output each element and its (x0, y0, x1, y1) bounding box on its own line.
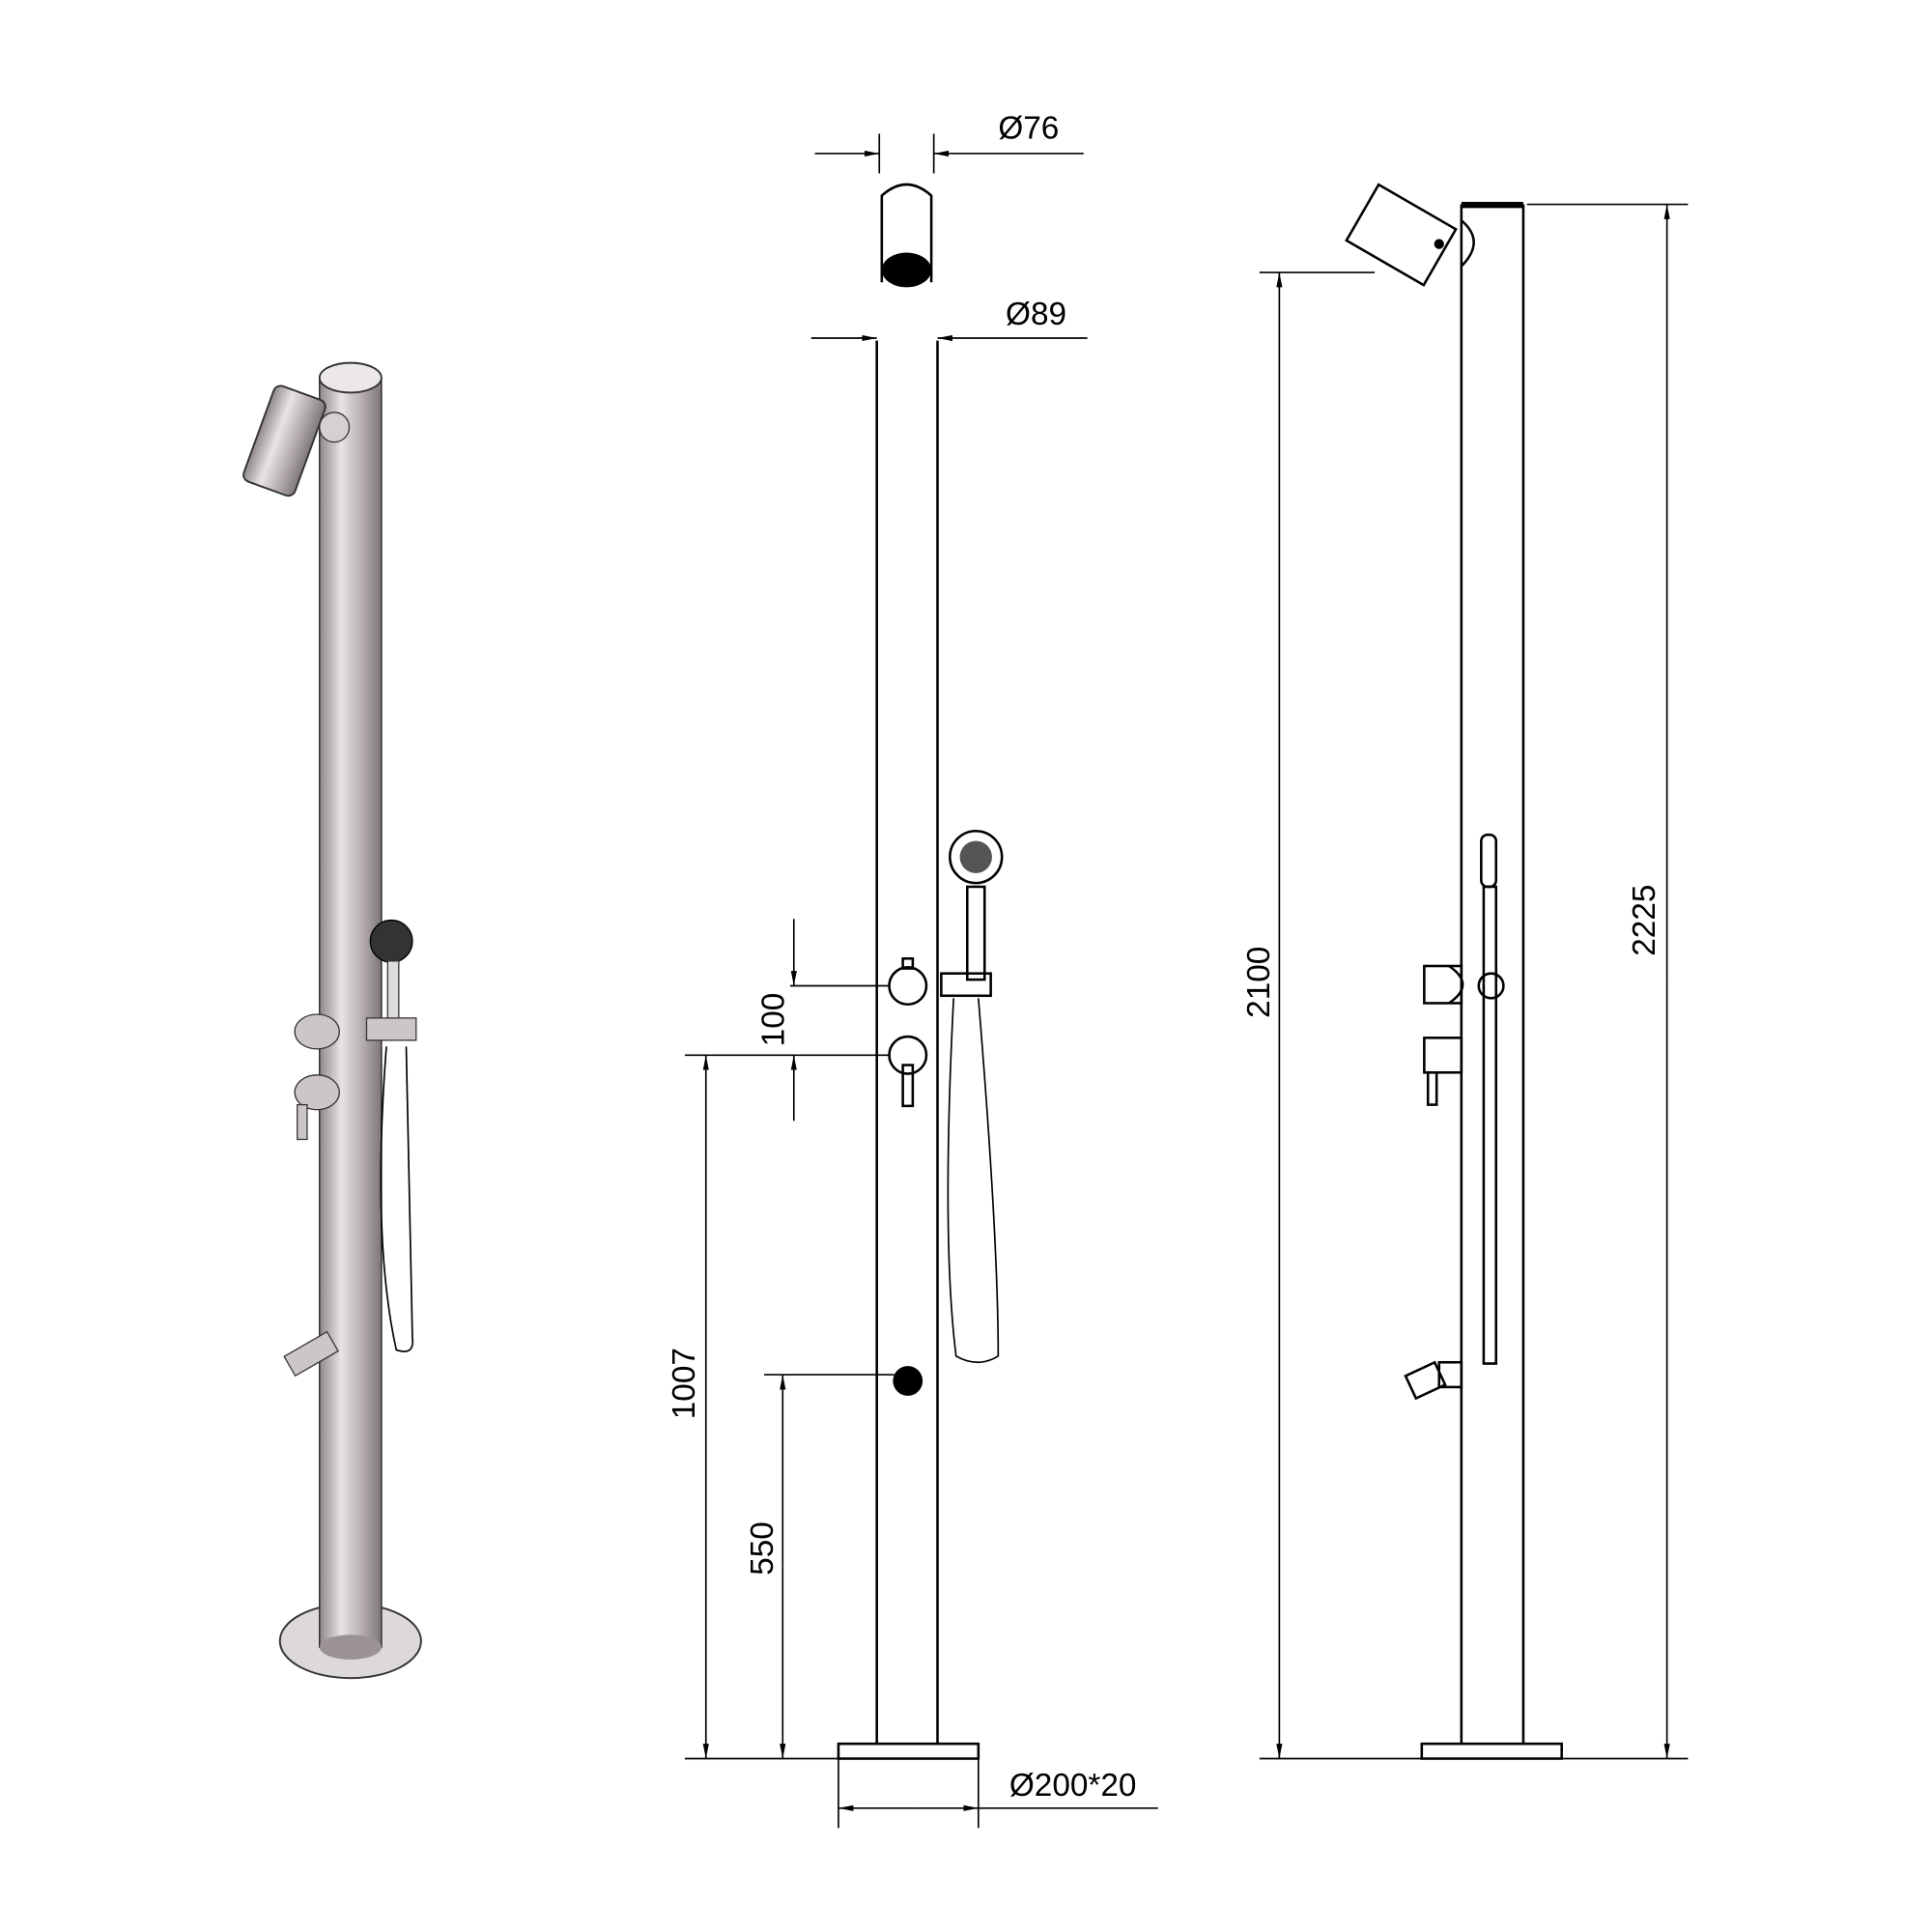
hand-shower-front (949, 829, 1004, 885)
base-front (837, 1742, 980, 1760)
isometric-view (242, 361, 422, 1680)
shower-head-side (1345, 183, 1458, 287)
shower-head-front (880, 183, 933, 283)
foot-tap (283, 1330, 339, 1378)
dim-base-size: Ø200*20 (1009, 1768, 1137, 1804)
hand-shower-holder (365, 1017, 417, 1041)
shower-head (242, 384, 327, 497)
base-side (1420, 1742, 1563, 1760)
hose (380, 1046, 414, 1352)
mixer-lever (297, 1103, 308, 1141)
shower-nozzle (881, 252, 932, 288)
mixer-side (1423, 1037, 1463, 1074)
pole-top (318, 361, 383, 394)
pole-bottom (319, 1634, 382, 1660)
dim-head-height: 2100 (1241, 947, 1277, 1018)
valve-mixer (294, 1074, 340, 1111)
mixer-front (888, 1035, 928, 1075)
side-view: 2100 2225 (1241, 183, 1689, 1760)
hose-front (947, 998, 1000, 1364)
dim-valve-spacing: 100 (756, 993, 792, 1047)
dim-total-height: 2225 (1627, 885, 1662, 956)
dim-head-diameter: Ø76 (998, 111, 1059, 147)
front-view: Ø76 Ø89 Ø200*20 100 1007 550 (667, 111, 1158, 1829)
dim-foot-tap-height: 550 (745, 1521, 781, 1576)
pole (319, 377, 383, 1648)
holder-front (940, 972, 992, 998)
foot-tap-front (893, 1366, 923, 1396)
dim-pole-diameter: Ø89 (1006, 297, 1066, 332)
dim-mixer-height: 1007 (667, 1348, 702, 1419)
head-joint (319, 412, 351, 443)
hand-shower (369, 919, 413, 963)
valve-top-front (888, 966, 928, 1007)
hand-shower-side (1480, 833, 1497, 889)
valve-top (294, 1013, 340, 1050)
